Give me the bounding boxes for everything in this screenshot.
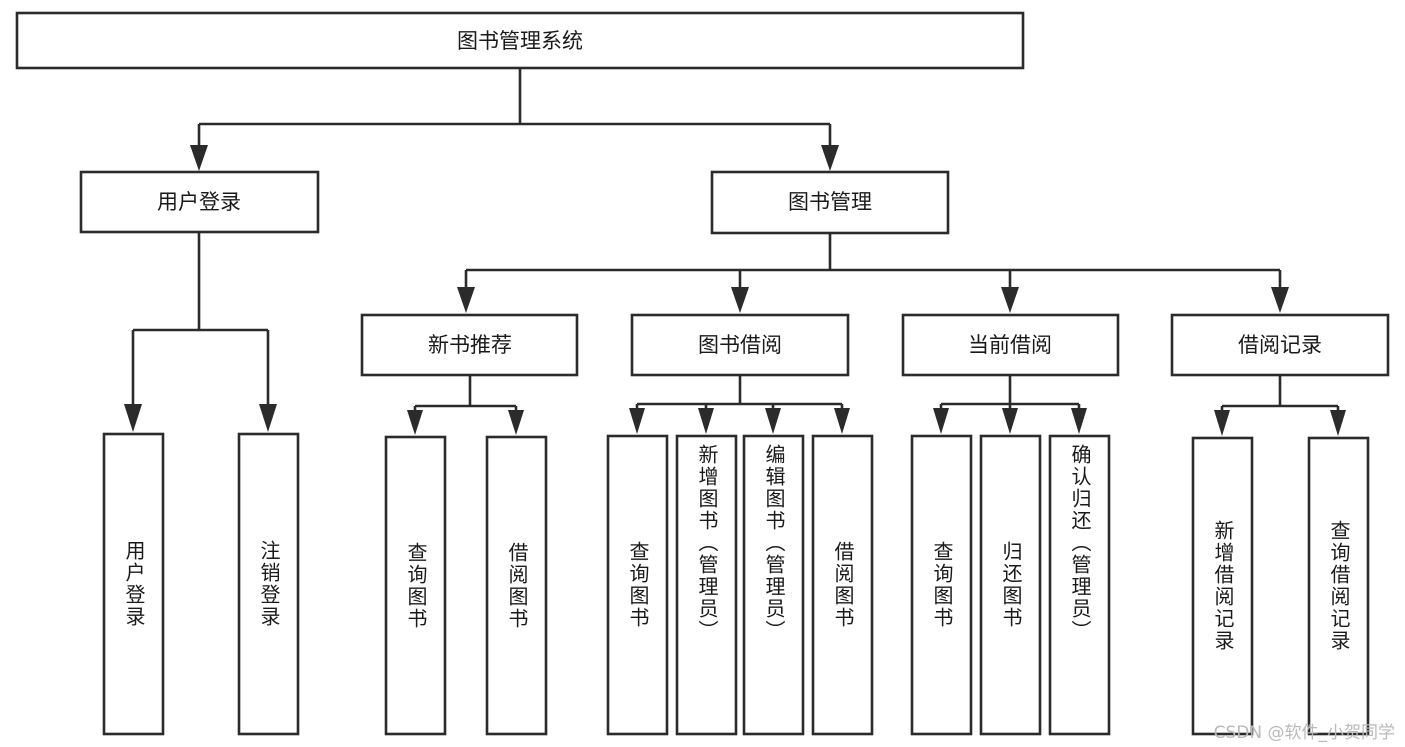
leaf-query-record-rect[interactable] <box>1307 436 1370 736</box>
node-title-rect[interactable] <box>15 11 1025 70</box>
arrowhead-leaf-add-book <box>698 408 714 434</box>
arrowhead-leaf-logout-login <box>259 404 277 432</box>
arrowhead-current-borrow <box>1001 287 1019 313</box>
node-user-login[interactable]: 用户登录 <box>79 170 320 234</box>
leaf-add-book-rect[interactable] <box>675 434 738 736</box>
arrowhead-leaf-user-login <box>124 404 142 432</box>
leaf-add-record-rect[interactable] <box>1191 436 1254 736</box>
arrowhead-leaf-edit-book <box>765 408 781 434</box>
arrowhead-book-borrow <box>731 287 749 313</box>
arrowhead-leaf-query-book-1 <box>407 410 423 435</box>
node-book-management-rect[interactable] <box>710 170 950 235</box>
leaf-edit-book-rect[interactable] <box>742 434 805 736</box>
leaf-query-book-1-rect[interactable] <box>384 435 447 736</box>
node-user-login-label: 用户登录 <box>157 190 241 214</box>
arrowhead-leaf-query-book-3 <box>933 408 949 434</box>
node-book-borrow-rect[interactable] <box>630 313 850 377</box>
arrowhead-book-management <box>821 145 839 171</box>
node-current-borrow-rect[interactable] <box>901 313 1120 377</box>
arrowhead-leaf-confirm-return <box>1071 408 1087 434</box>
node-borrow-record-rect[interactable] <box>1170 313 1390 377</box>
node-new-book-recommend[interactable]: 新书推荐 <box>360 313 579 377</box>
arrowhead-leaf-query-book-2 <box>629 408 645 434</box>
leaf-borrow-book-1-rect[interactable] <box>485 435 548 736</box>
node-book-management[interactable]: 图书管理 <box>710 170 950 235</box>
node-title-label: 图书管理系统 <box>457 29 583 53</box>
arrowhead-borrow-record <box>1271 287 1289 313</box>
leaf-return-book-rect[interactable] <box>979 434 1042 736</box>
arrowhead-user-login <box>190 145 208 171</box>
node-book-management-label: 图书管理 <box>788 190 872 214</box>
arrowhead-leaf-return-book <box>1002 408 1018 434</box>
arrowhead-leaf-add-record <box>1214 410 1230 436</box>
node-title[interactable]: 图书管理系统 <box>15 11 1025 70</box>
node-new-book-recommend-rect[interactable] <box>360 313 579 377</box>
node-book-borrow[interactable]: 图书借阅 <box>630 313 850 377</box>
leaf-logout-login-rect[interactable] <box>237 432 300 736</box>
node-borrow-record[interactable]: 借阅记录 <box>1170 313 1390 377</box>
leaf-confirm-return-rect[interactable] <box>1048 434 1111 736</box>
leaf-query-book-2-rect[interactable] <box>606 434 669 736</box>
node-borrow-record-label: 借阅记录 <box>1238 333 1322 357</box>
arrowhead-leaf-borrow-book-2 <box>834 408 850 434</box>
node-current-borrow[interactable]: 当前借阅 <box>901 313 1120 377</box>
arrowhead-new-book-recommend <box>457 287 475 313</box>
leaf-borrow-book-2-rect[interactable] <box>811 434 874 736</box>
arrowhead-leaf-query-record <box>1330 410 1346 436</box>
leaf-user-login-rect[interactable] <box>102 432 165 736</box>
node-new-book-recommend-label: 新书推荐 <box>428 333 512 357</box>
leaf-query-book-3-rect[interactable] <box>910 434 973 736</box>
connector-layer <box>124 68 1346 436</box>
arrowhead-leaf-borrow-book-1 <box>508 410 524 435</box>
node-user-login-rect[interactable] <box>79 170 320 234</box>
node-current-borrow-label: 当前借阅 <box>968 333 1052 357</box>
node-book-borrow-label: 图书借阅 <box>698 333 782 357</box>
